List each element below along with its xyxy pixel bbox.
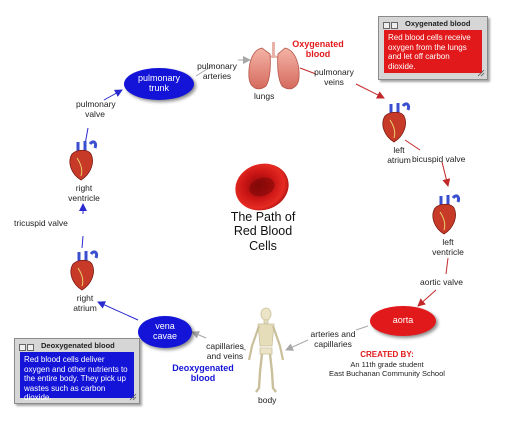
link-capillaries-and-veins: capillaries and veins: [206, 341, 244, 361]
arrow-vena-cavae-to-right-atrium: [97, 301, 139, 321]
callout-oxygenated-text: Red blood cells receive oxygen from the …: [384, 30, 482, 73]
label-right-ventricle: right ventricle: [68, 183, 100, 203]
callout-oxygenated-title: Oxygenated blood: [405, 19, 471, 28]
callout-oxygenated[interactable]: Oxygenated blood Red blood cells receive…: [378, 16, 488, 80]
link-tricuspid-valve: tricuspid valve: [14, 218, 68, 228]
label-lungs: lungs: [254, 91, 275, 101]
arrow-left-atrium-to-valve: [404, 139, 421, 151]
lungs-icon: [248, 42, 300, 90]
heart-icon-left-ventricle: [432, 194, 460, 235]
link-bicuspid-valve: bicuspid valve: [412, 154, 466, 164]
label-right-atrium: right atrium: [73, 293, 97, 313]
node-vena-cavae-label: vena cavae: [152, 321, 178, 341]
callout-deoxygenated[interactable]: Deoxygenated blood Red blood cells deliv…: [14, 338, 140, 404]
window-buttons-icon[interactable]: [383, 20, 399, 29]
arrow-pulmonary-valve-to-trunk: [103, 89, 123, 101]
arrow-aorta-to-arteries: [355, 325, 369, 331]
credit-heading: CREATED BY:: [360, 350, 414, 359]
heart-icon-left-atrium: [382, 102, 410, 143]
label-left-ventricle: left ventricle: [432, 237, 464, 257]
node-aorta-label: aorta: [392, 315, 414, 326]
flow-label-deoxygenated: Deoxygenated blood: [172, 363, 234, 383]
node-pulmonary-trunk[interactable]: pulmonary trunk: [124, 68, 194, 100]
node-aorta[interactable]: aorta: [370, 306, 436, 336]
node-pulmonary-trunk-label: pulmonary trunk: [137, 73, 181, 93]
link-pulmonary-valve: pulmonary valve: [76, 99, 116, 119]
resize-grip-icon[interactable]: [129, 393, 137, 401]
link-pulmonary-veins: pulmonary veins: [314, 67, 354, 87]
link-aortic-valve: aortic valve: [420, 277, 463, 287]
arrow-capillaries-to-vena-cavae: [191, 331, 207, 339]
arrow-aortic-valve-to-aorta: [417, 289, 437, 307]
skeleton-icon: [247, 307, 285, 393]
callout-deoxygenated-title: Deoxygenated blood: [41, 341, 115, 350]
label-left-atrium: left atrium: [387, 145, 411, 165]
heart-icon-right-atrium: [70, 250, 98, 291]
arrow-body-to-capillaries: [239, 347, 247, 351]
credit-line-1: An 11th grade student: [350, 360, 424, 369]
flow-label-oxygenated: Oxygenated blood: [292, 39, 344, 59]
link-arteries-and-capillaries: arteries and capillaries: [310, 329, 356, 349]
arrow-right-atrium-to-tricuspid: [81, 235, 84, 249]
callout-deoxygenated-text: Red blood cells deliver oxygen and other…: [20, 352, 134, 402]
credit-line-2: East Buchanan Community School: [329, 369, 445, 379]
label-body: body: [258, 395, 277, 405]
window-buttons-icon[interactable]: [19, 342, 35, 351]
diagram-title: The Path of Red Blood Cells: [230, 210, 296, 253]
arrow-veins-to-left-atrium: [355, 83, 385, 99]
heart-icon-right-ventricle: [69, 140, 97, 181]
red-blood-cell-icon: [235, 163, 289, 211]
arrow-left-ventricle-to-aortic-valve: [445, 257, 449, 275]
arrow-arteries-to-body: [285, 339, 309, 351]
arrow-bicuspid-to-left-ventricle: [441, 161, 451, 187]
link-pulmonary-arteries: pulmonary arteries: [197, 61, 237, 81]
arrow-lungs-to-veins: [299, 67, 317, 75]
credit-block: CREATED BY: An 11th grade student East B…: [322, 350, 452, 379]
arrow-trunk-to-arteries: [195, 65, 213, 77]
node-vena-cavae[interactable]: vena cavae: [138, 316, 192, 348]
resize-grip-icon[interactable]: [477, 69, 485, 77]
